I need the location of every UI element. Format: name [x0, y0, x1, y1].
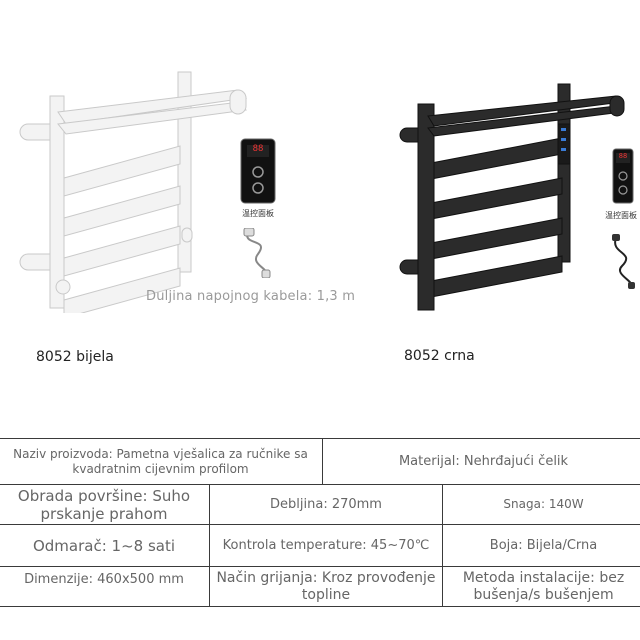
remote-control-icon-2: [612, 148, 634, 204]
remote-label: 温控面板: [242, 209, 274, 218]
spec-installation-method: Metoda instalacije: bez bušenja/s bušenj…: [442, 566, 640, 607]
spec-timer: Odmarač: 1~8 sati: [0, 524, 210, 567]
spec-temperature-control: Kontrola temperature: 45~70℃: [208, 524, 444, 567]
spec-row: Naziv proizvoda: Pametna vješalica za ru…: [0, 438, 640, 485]
remote-display: 88: [252, 144, 264, 154]
spec-heating-method: Način grijanja: Kroz provođenje topline: [208, 566, 444, 607]
spec-thickness: Debljina: 270mm: [208, 484, 444, 525]
spec-surface-finish: Obrada površine: Suho prskanje prahom: [0, 484, 210, 525]
black-towel-rack-image: [399, 83, 625, 311]
black-rack-caption: 8052 crna: [404, 348, 475, 364]
white-towel-rack-image: [19, 71, 248, 313]
power-cable-icon: [243, 228, 271, 278]
spec-color: Boja: Bijela/Crna: [442, 524, 640, 567]
spec-product-name: Naziv proizvoda: Pametna vješalica za ru…: [0, 438, 324, 485]
remote-control-icon: [240, 138, 276, 204]
spec-material: Materijal: Nehrđajući čelik: [322, 438, 640, 485]
spec-table: Naziv proizvoda: Pametna vješalica za ru…: [0, 438, 640, 607]
power-cable-icon-2: [612, 234, 635, 289]
spec-power: Snaga: 140W: [442, 484, 640, 525]
white-rack-caption: 8052 bijela: [36, 349, 114, 365]
spec-row: Dimenzije: 460x500 mm Način grijanja: Kr…: [0, 566, 640, 607]
spec-row: Odmarač: 1~8 sati Kontrola temperature: …: [0, 524, 640, 567]
spec-row: Obrada površine: Suho prskanje prahom De…: [0, 484, 640, 525]
remote-display-2: 88: [618, 152, 628, 160]
cable-length-note: Duljina napojnog kabela: 1,3 m: [146, 289, 356, 304]
spec-dimensions: Dimenzije: 460x500 mm: [24, 571, 184, 587]
remote-label-2: 温控面板: [605, 211, 637, 220]
